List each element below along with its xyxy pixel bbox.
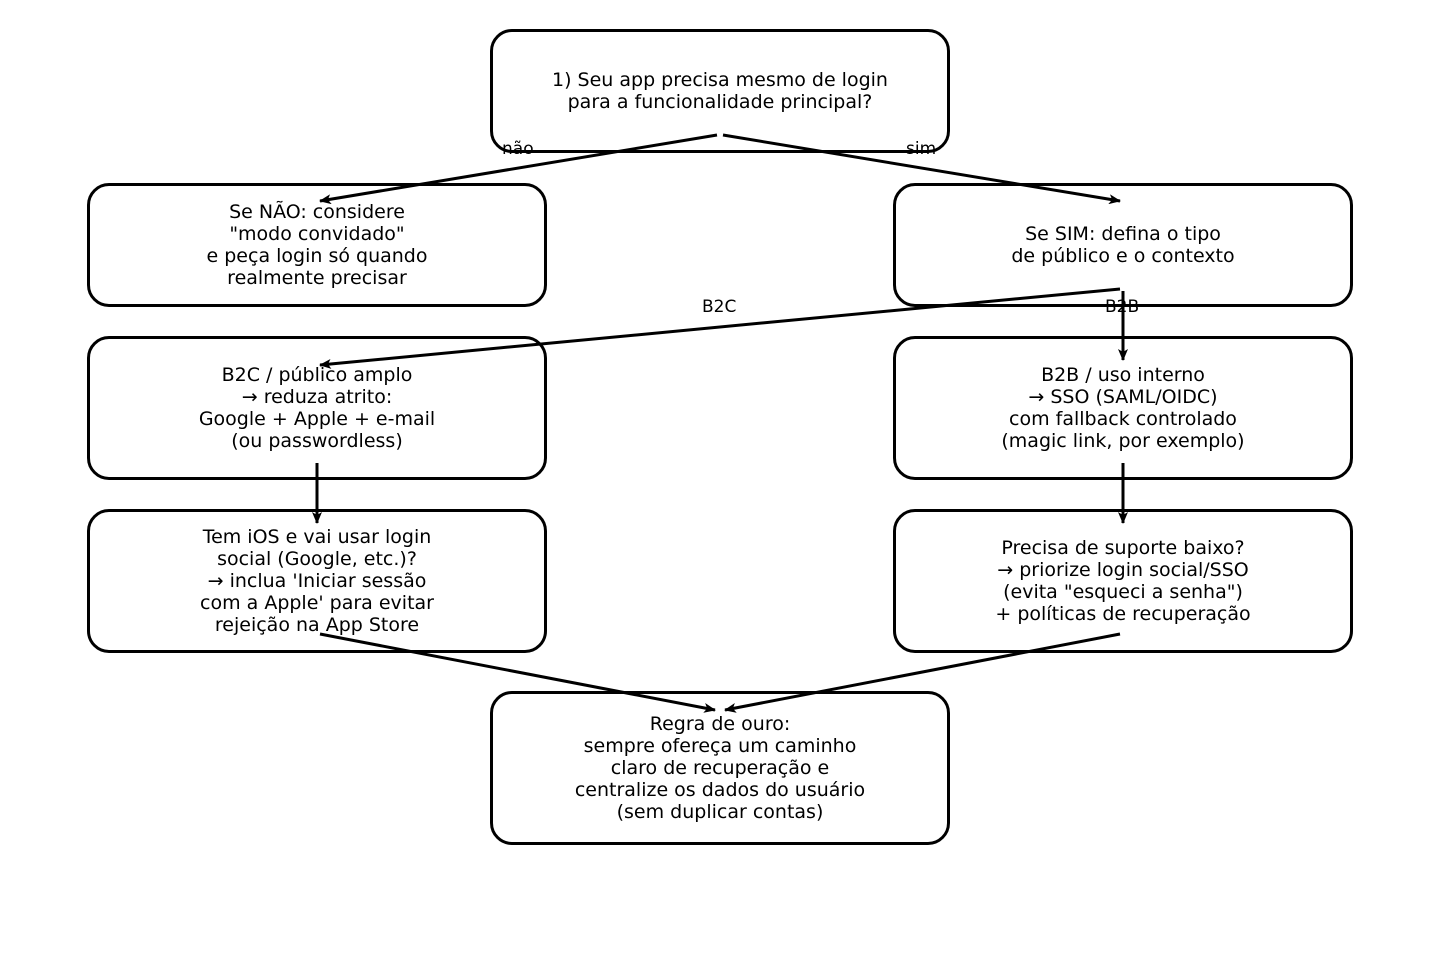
node-ios-apple-text: Tem iOS e vai usar login social (Google,… [200,526,434,636]
node-golden-rule: Regra de ouro: sempre ofereça um caminho… [490,691,950,845]
node-question-login: 1) Seu app precisa mesmo de login para a… [490,29,950,153]
edge-label-no: não [502,139,534,159]
node-question-login-text: 1) Seu app precisa mesmo de login para a… [552,69,888,113]
node-b2c-text: B2C / público amplo → reduza atrito: Goo… [198,364,436,452]
node-if-no-text: Se NÃO: considere "modo convidado" e peç… [206,201,428,289]
node-if-yes-text: Se SIM: defina o tipo de público e o con… [1011,223,1235,267]
node-if-yes: Se SIM: defina o tipo de público e o con… [893,183,1353,307]
node-if-no: Se NÃO: considere "modo convidado" e peç… [87,183,547,307]
node-b2b: B2B / uso interno → SSO (SAML/OIDC) com … [893,336,1353,480]
node-b2b-text: B2B / uso interno → SSO (SAML/OIDC) com … [1001,364,1245,452]
node-low-support-text: Precisa de suporte baixo? → priorize log… [995,537,1251,625]
node-b2c: B2C / público amplo → reduza atrito: Goo… [87,336,547,480]
edge-label-b2b: B2B [1105,297,1140,317]
edge-label-yes: sim [906,139,937,159]
edge-label-b2c: B2C [702,297,737,317]
node-golden-rule-text: Regra de ouro: sempre ofereça um caminho… [574,713,866,823]
node-ios-apple: Tem iOS e vai usar login social (Google,… [87,509,547,653]
node-low-support: Precisa de suporte baixo? → priorize log… [893,509,1353,653]
